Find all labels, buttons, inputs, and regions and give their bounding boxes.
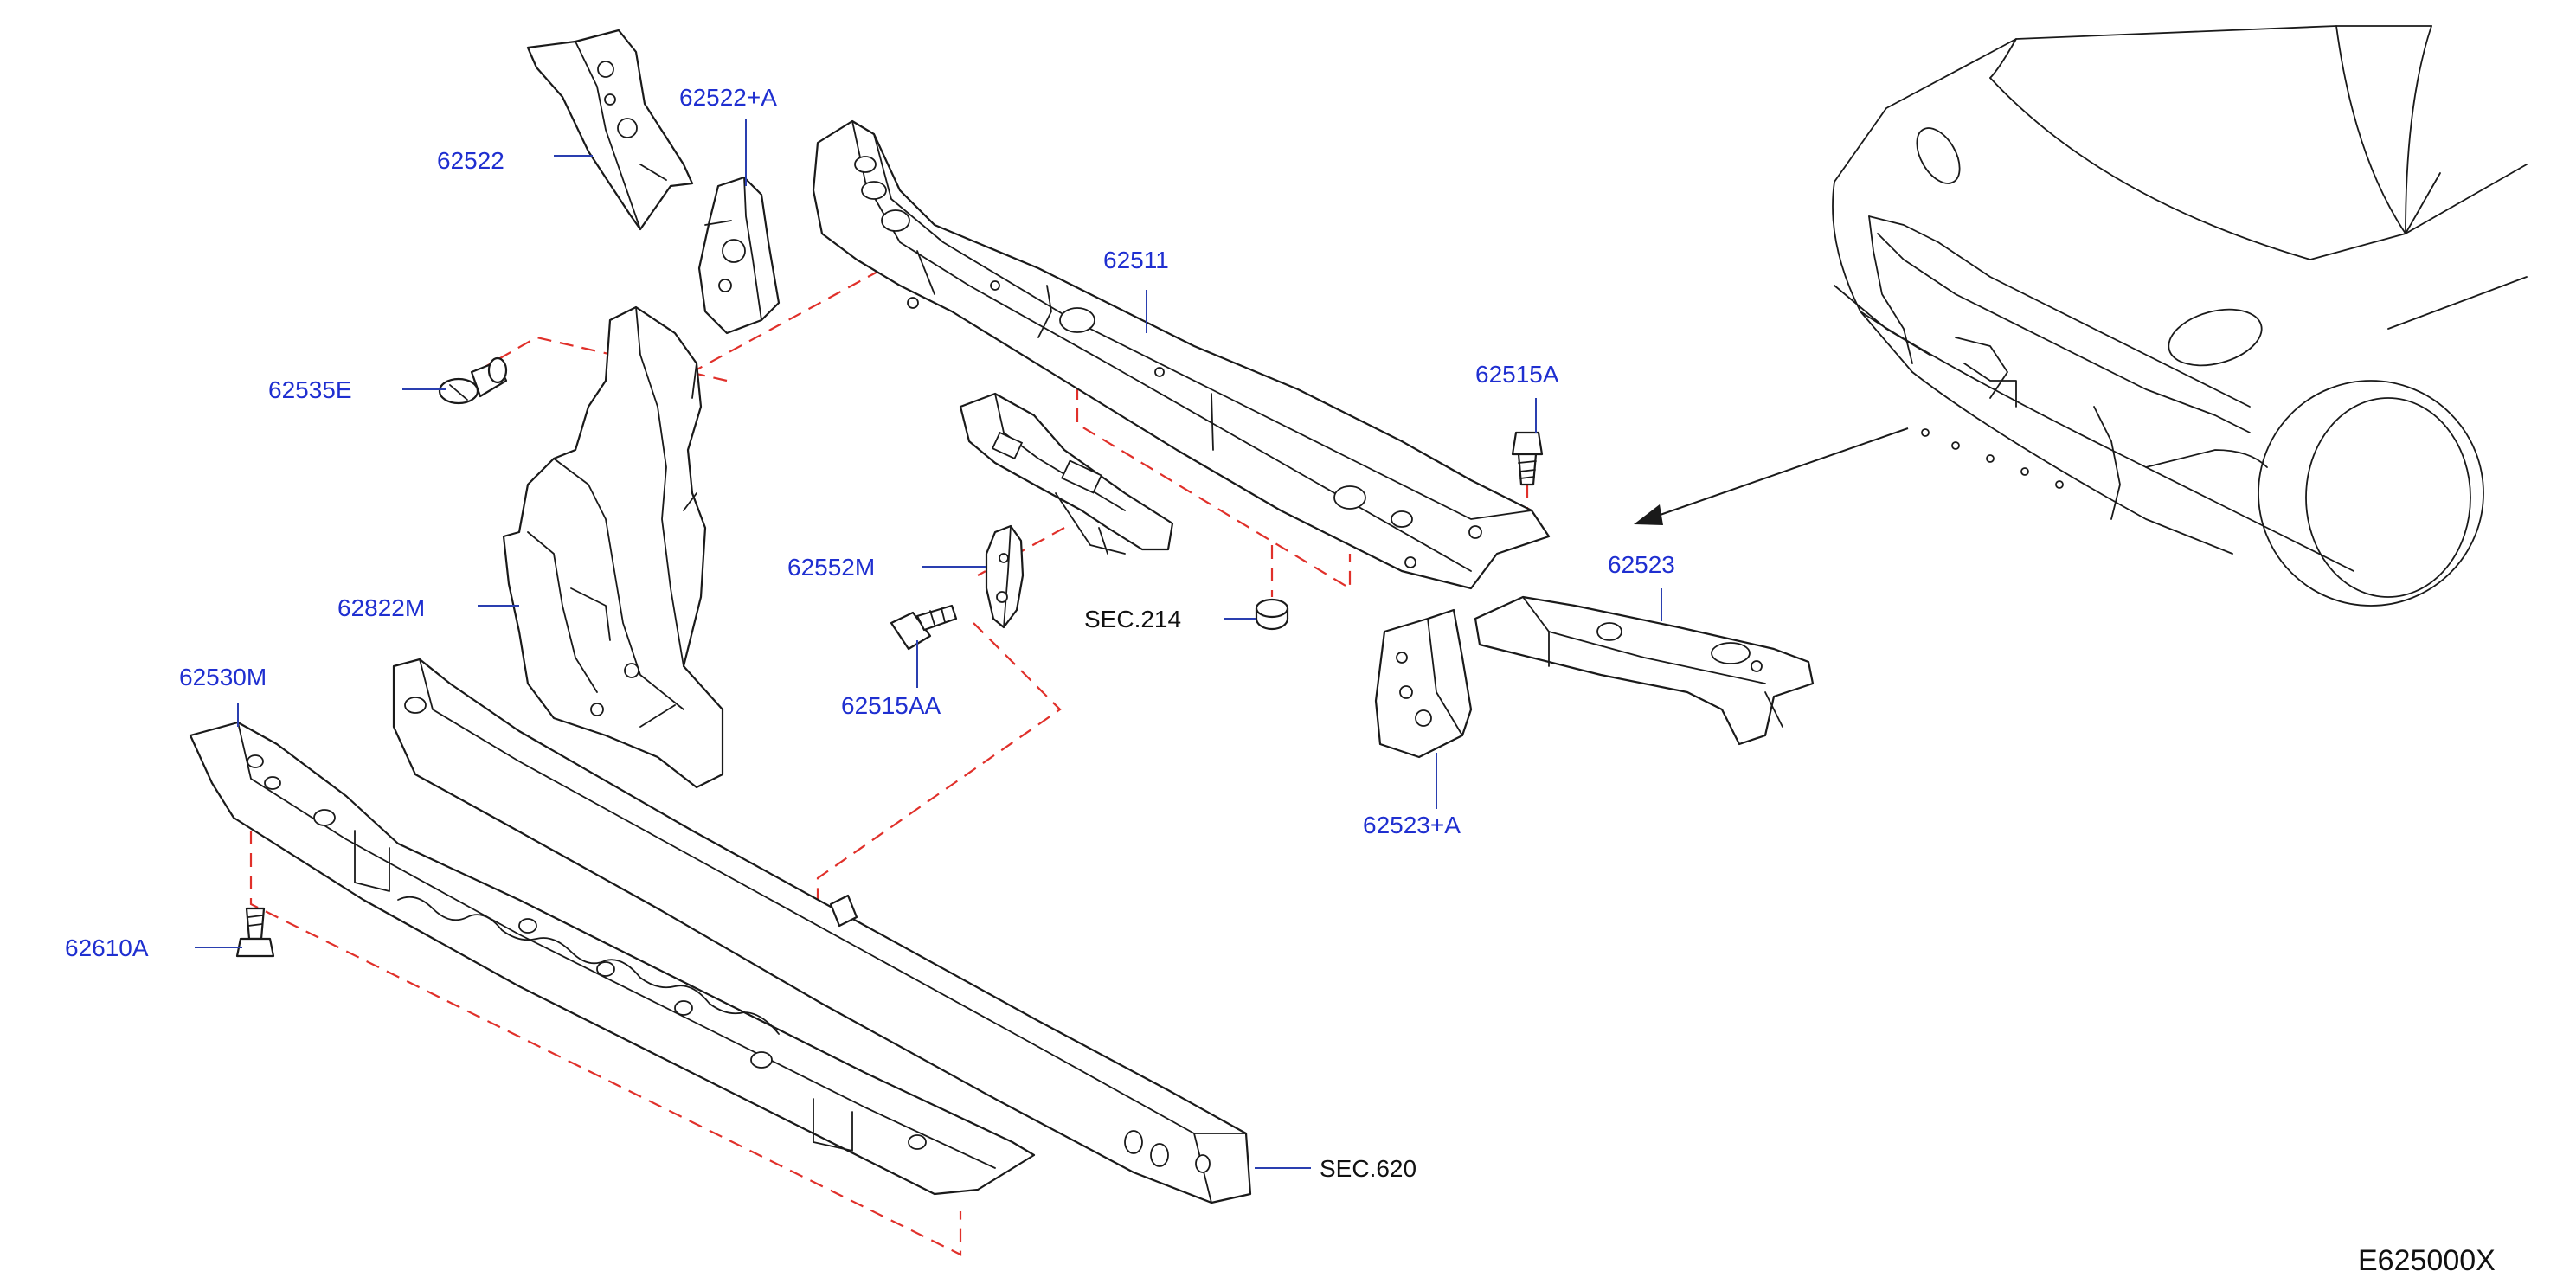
label-62515a: 62515A [1475,361,1559,388]
location-arrow [1634,427,1909,525]
side-member-62523[interactable] [1474,595,1815,746]
grommet-sec214[interactable] [1255,598,1289,631]
label-sec-214[interactable]: SEC.214 [1084,606,1181,632]
label-62523: 62523 [1608,551,1675,578]
label-62523-a: 62523+A [1363,812,1461,838]
diagram-code: E625000X [2358,1244,2496,1277]
clip-62535e[interactable] [438,356,508,405]
label-62511: 62511 [1103,247,1169,273]
bolt-62515a[interactable] [1511,431,1544,486]
label-62530m: 62530M [179,664,267,690]
vehicle-location-illustration [1832,25,2528,607]
label-62822m: 62822M [337,594,425,621]
label-62535e: 62535E [268,376,352,403]
bolt-62610a[interactable] [235,907,275,958]
label-62610a: 62610A [65,934,149,961]
label-sec-620[interactable]: SEC.620 [1320,1155,1416,1182]
lower-beam-sec620[interactable] [392,658,1252,1204]
bracket-62522[interactable] [526,29,694,231]
core-support-upper-62511[interactable] [812,119,1551,590]
leader-lines [195,119,1662,1169]
air-guide-62822m[interactable] [502,305,724,789]
part-number-labels: 62522 62522+A 62511 62535E 62515A 62552M… [65,84,2496,1277]
label-62552m: 62552M [787,554,875,581]
lower-member-62530m[interactable] [189,721,1036,1196]
bracket-62522a[interactable] [697,176,781,335]
bolt-62515aa[interactable] [890,604,958,651]
label-62522-a: 62522+A [679,84,777,111]
label-62515aa: 62515AA [841,692,941,719]
bracket-62523a[interactable] [1374,608,1473,759]
bracket-62552m[interactable] [985,524,1025,629]
label-62522: 62522 [437,147,504,174]
